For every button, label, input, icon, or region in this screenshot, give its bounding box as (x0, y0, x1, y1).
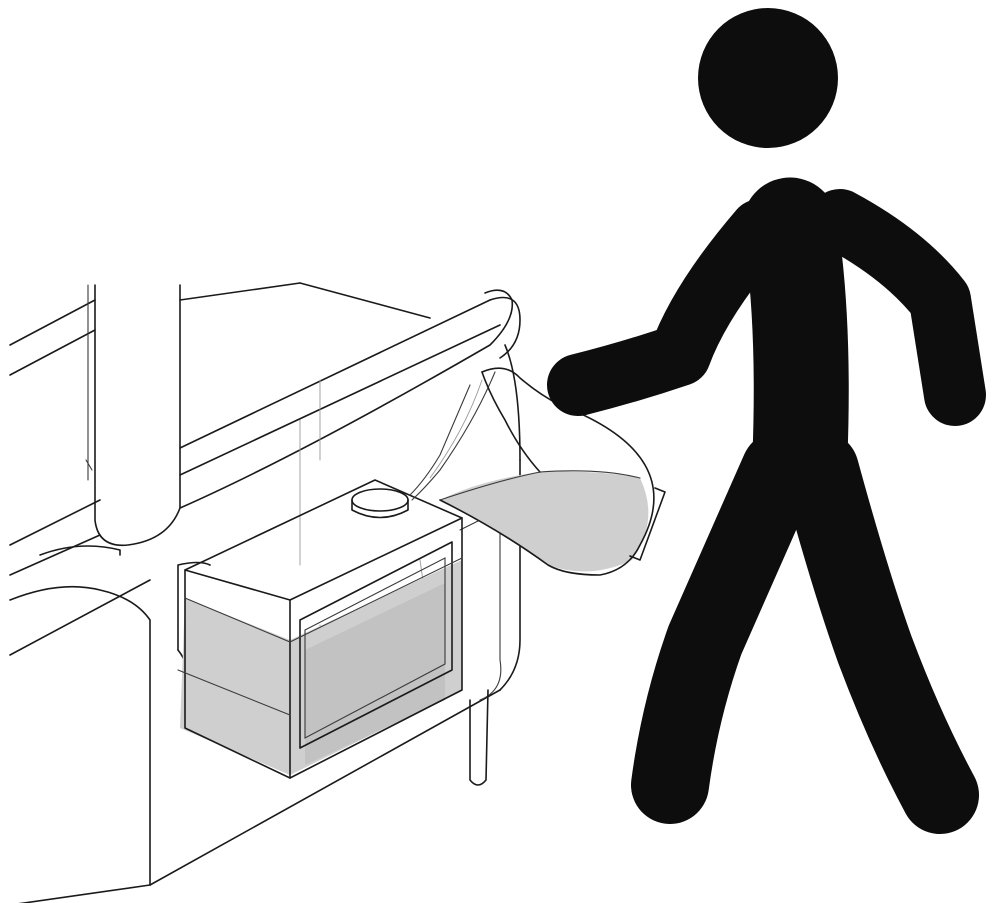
water-tank-icon (178, 480, 462, 778)
stick-person-icon (578, 8, 955, 795)
pour-stream (410, 372, 495, 500)
